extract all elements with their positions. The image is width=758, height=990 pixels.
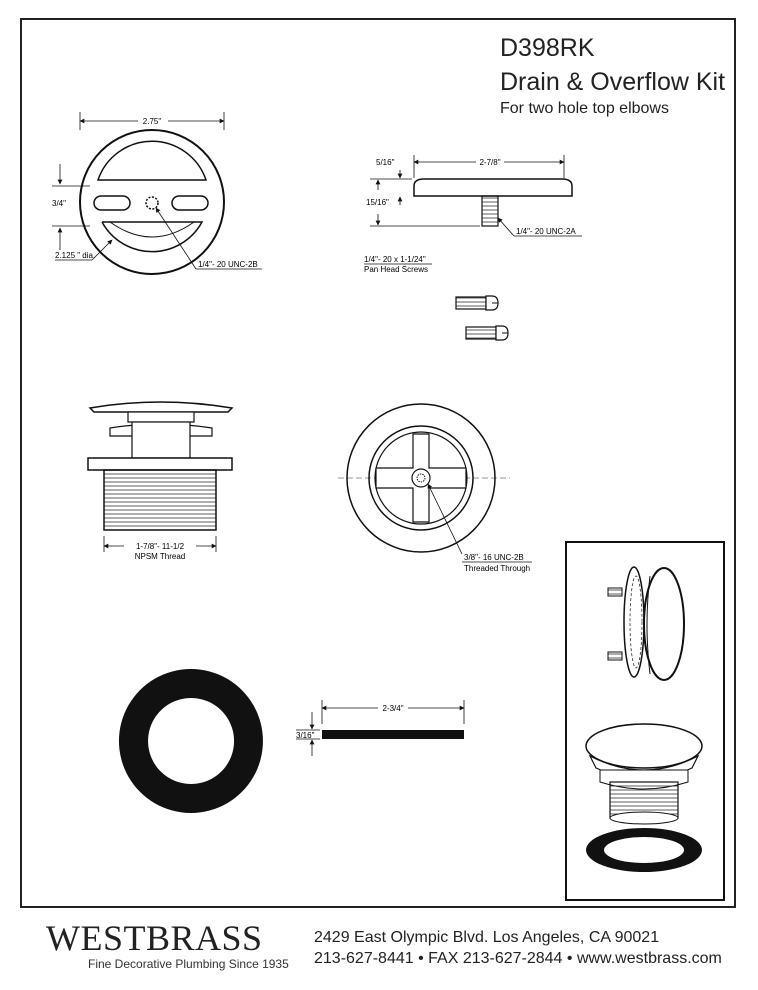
product-name: Drain & Overflow Kit xyxy=(500,68,726,96)
drain-body-side-drawing: 1-7/8"- 11-1/2 NPSM Thread xyxy=(87,401,234,561)
product-inset-box xyxy=(565,541,725,901)
inset-gasket xyxy=(586,828,702,872)
inset-drain-body xyxy=(585,723,703,825)
faceplate-thread-label: 1/4"- 20 UNC-2B xyxy=(198,260,258,269)
inset-overflow-cap xyxy=(607,566,685,681)
drain-center-thread-label: 3/8"- 16 UNC-2B xyxy=(464,553,524,562)
screws-name-label: Pan Head Screws xyxy=(364,265,428,274)
screws-spec-label: 1/4"- 20 x 1-1/24" xyxy=(364,255,426,264)
drain-center-note-label: Threaded Through xyxy=(464,564,530,573)
gasket-side-drawing: 2-3/4" 3/16" xyxy=(296,700,465,756)
drain-body-top-drawing: 3/8"- 16 UNC-2B Threaded Through xyxy=(338,403,532,573)
faceplate-width-label: 2.75" xyxy=(143,117,162,126)
brand-tagline: Fine Decorative Plumbing Since 1935 xyxy=(88,957,289,971)
company-address: 2429 East Olympic Blvd. Los Angeles, CA … xyxy=(314,929,660,946)
gasket-thickness-label: 3/16" xyxy=(296,731,315,740)
cap-width-label: 2-7/8" xyxy=(479,158,500,167)
cap-total-height-label: 15/16" xyxy=(366,198,389,207)
drain-thread-type-label: NPSM Thread xyxy=(135,552,186,561)
drain-thread-size-label: 1-7/8"- 11-1/2 xyxy=(136,542,185,551)
pan-head-screws-drawing: 1/4"- 20 x 1-1/24" Pan Head Screws xyxy=(364,255,509,341)
drawing-frame xyxy=(20,18,736,908)
westbrass-logo: WESTBRASS xyxy=(46,918,263,958)
gasket-ring-drawing xyxy=(118,669,263,813)
cap-height-label: 5/16" xyxy=(376,158,395,167)
faceplate-diameter-label: 2.125 " dia. xyxy=(55,251,95,260)
faceplate-height-label: 3/4" xyxy=(52,199,66,208)
overflow-cap-side-drawing: 2-7/8" 5/16" 15/16" 1/4"- 20 UNC-2A xyxy=(366,155,582,237)
cap-stud-thread-label: 1/4"- 20 UNC-2A xyxy=(516,227,576,236)
overflow-faceplate-drawing: 2.75" 3/4" 2.125 " dia. 1/4"- 20 UNC-2B xyxy=(52,112,262,275)
gasket-length-label: 2-3/4" xyxy=(382,704,403,713)
product-code: D398RK xyxy=(500,34,595,62)
company-contact: 213-627-8441 • FAX 213-627-2844 • www.we… xyxy=(314,950,722,967)
product-subtitle: For two hole top elbows xyxy=(500,100,669,117)
